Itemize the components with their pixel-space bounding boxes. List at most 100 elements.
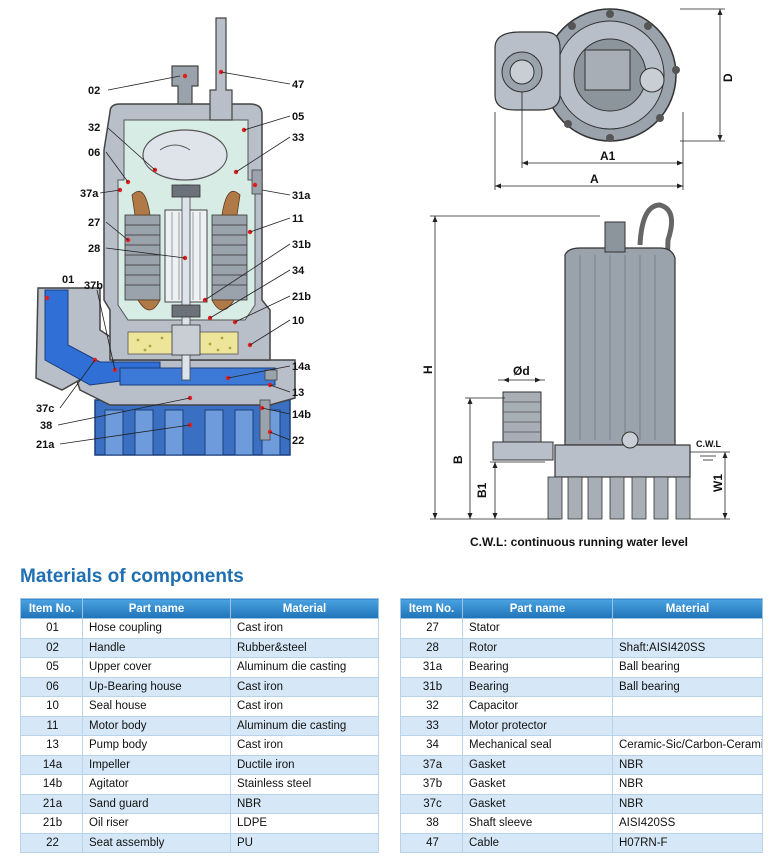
item-no-cell: 22 [20, 832, 83, 853]
label-27: 27 [88, 217, 100, 229]
item-no-cell: 27 [400, 618, 463, 639]
dim-b1: B1 [475, 482, 489, 498]
item-no-cell: 01 [20, 618, 83, 639]
label-34: 34 [292, 265, 305, 277]
label-32: 32 [88, 122, 100, 134]
part-name-cell: Rotor [462, 637, 613, 658]
label-31b: 31b [292, 239, 311, 251]
part-name-cell: Seal house [82, 696, 231, 717]
part-name-cell: Hose coupling [82, 618, 231, 639]
part-name-cell: Motor body [82, 715, 231, 736]
header-part-name: Part name [462, 598, 613, 619]
item-no-cell: 32 [400, 696, 463, 717]
material-cell [612, 618, 763, 639]
part-name-cell: Oil riser [82, 813, 231, 834]
header-material: Material [612, 598, 763, 619]
dim-b: B [451, 455, 465, 464]
label-05: 05 [292, 111, 304, 123]
cable-gland-shape [209, 17, 233, 121]
part-name-cell: Motor protector [462, 715, 613, 736]
material-cell [612, 715, 763, 736]
dim-h: H [421, 365, 435, 374]
item-no-cell: 21a [20, 793, 83, 814]
capacitor-shape [142, 129, 228, 181]
label-06: 06 [88, 147, 100, 159]
part-name-cell: Bearing [462, 657, 613, 678]
item-no-cell: 11 [20, 715, 83, 736]
item-no-cell: 10 [20, 696, 83, 717]
label-14b: 14b [292, 409, 311, 421]
material-cell: Shaft:AISI420SS [612, 637, 763, 658]
part-name-cell: Mechanical seal [462, 735, 613, 756]
header-material: Material [230, 598, 379, 619]
dim-d: D [721, 73, 735, 82]
item-no-cell: 34 [400, 735, 463, 756]
label-21b: 21b [292, 291, 311, 303]
item-no-cell: 14a [20, 754, 83, 775]
item-no-cell: 31b [400, 676, 463, 697]
material-cell: Cast iron [230, 676, 379, 697]
material-cell: LDPE [230, 813, 379, 834]
part-name-cell: Sand guard [82, 793, 231, 814]
material-cell: Cast iron [230, 735, 379, 756]
label-22: 22 [292, 435, 304, 447]
part-name-cell: Gasket [462, 754, 613, 775]
item-no-cell: 38 [400, 813, 463, 834]
material-cell: NBR [612, 793, 763, 814]
part-name-cell: Up-Bearing house [82, 676, 231, 697]
material-cell: NBR [612, 774, 763, 795]
label-38: 38 [40, 420, 52, 432]
material-cell: H07RN-F [612, 832, 763, 853]
label-28: 28 [88, 243, 100, 255]
item-no-cell: 02 [20, 637, 83, 658]
item-no-cell: 28 [400, 637, 463, 658]
item-no-cell: 37c [400, 793, 463, 814]
material-cell: Ball bearing [612, 657, 763, 678]
material-cell: NBR [230, 793, 379, 814]
material-cell: AISI420SS [612, 813, 763, 834]
item-no-cell: 13 [20, 735, 83, 756]
part-name-cell: Bearing [462, 676, 613, 697]
part-name-cell: Shaft sleeve [462, 813, 613, 834]
item-no-cell: 33 [400, 715, 463, 736]
part-name-cell: Impeller [82, 754, 231, 775]
header-item-no: Item No. [400, 598, 463, 619]
material-cell: Ball bearing [612, 676, 763, 697]
header-item-no: Item No. [20, 598, 83, 619]
material-cell: Cast iron [230, 696, 379, 717]
material-cell: Ceramic-Sic/Carbon-Ceramic [612, 735, 763, 756]
material-cell: Aluminum die casting [230, 715, 379, 736]
label-11: 11 [292, 213, 304, 225]
label-37c: 37c [36, 403, 54, 415]
material-cell: Aluminum die casting [230, 657, 379, 678]
material-cell: Ductile iron [230, 754, 379, 775]
part-name-cell: Pump body [82, 735, 231, 756]
label-02: 02 [88, 85, 100, 97]
label-31a: 31a [292, 190, 311, 202]
handle-shape [171, 65, 199, 105]
pump-side-view: H B B1 W1 Ød C.W.L [421, 202, 730, 520]
material-cell: NBR [612, 754, 763, 775]
part-name-cell: Handle [82, 637, 231, 658]
header-part-name: Part name [82, 598, 231, 619]
pump-top-view: A1 A D [494, 8, 735, 190]
material-cell: Stainless steel [230, 774, 379, 795]
